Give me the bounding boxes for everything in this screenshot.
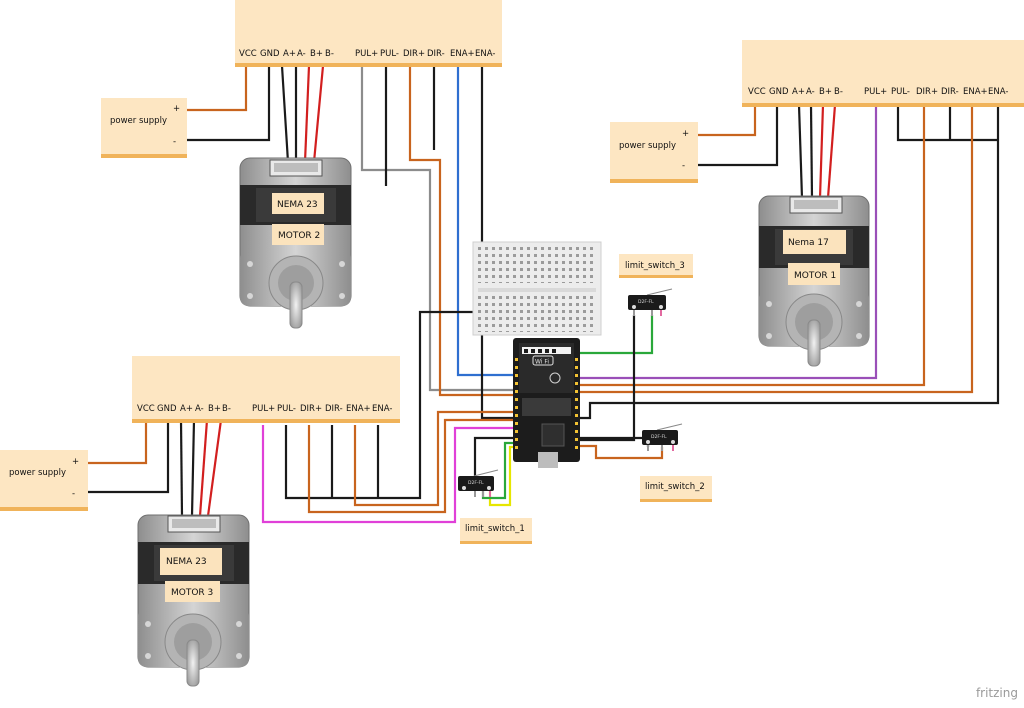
pin-label: DIR+: [916, 87, 938, 97]
limit-switch-2: D2F-FL limit_switch_2: [640, 423, 712, 502]
minus-terminal: -: [682, 161, 685, 171]
limit-switch-3: limit_switch_3 D2F-FL: [619, 254, 693, 316]
motor-name-label: MOTOR 1: [794, 271, 836, 281]
minus-terminal: -: [72, 489, 75, 499]
pin-label: DIR-: [325, 404, 343, 414]
power-supply-motor-3: power supply + -: [0, 450, 88, 511]
limit-switch-1: D2F-FL limit_switch_1: [458, 469, 532, 544]
pin-label: B+: [208, 404, 221, 414]
pin-label: ENA+: [346, 404, 371, 414]
driver-motor-2: VCC GND A+ A- B+ B- PUL+ PUL- DIR+ DIR- …: [235, 0, 502, 67]
power-supply-motor-1: power supply + -: [610, 122, 698, 183]
plus-terminal: +: [72, 457, 79, 467]
plus-terminal: +: [173, 104, 180, 114]
motor-name-label: MOTOR 3: [171, 588, 213, 598]
pin-label: A+: [180, 404, 193, 414]
mini-breadboard: [472, 241, 602, 336]
pin-label: VCC: [748, 87, 766, 97]
pin-label: VCC: [239, 49, 257, 59]
limit-switch-label: limit_switch_3: [625, 261, 685, 271]
motor-type-label: NEMA 23: [166, 557, 207, 567]
pin-label: B-: [834, 87, 843, 97]
pin-label: A+: [792, 87, 805, 97]
pin-label: ENA-: [475, 49, 495, 59]
power-supply-motor-2: power supply + -: [101, 98, 187, 158]
switch-chip-text: D2F-FL: [638, 299, 654, 305]
pin-label: PUL+: [355, 49, 378, 59]
pin-label: ENA+: [963, 87, 988, 97]
motor-name-label: MOTOR 2: [278, 231, 320, 241]
minus-terminal: -: [173, 137, 176, 147]
pin-label: DIR+: [403, 49, 425, 59]
pin-label: PUL-: [380, 49, 399, 59]
plus-terminal: +: [682, 129, 689, 139]
pin-label: DIR-: [941, 87, 959, 97]
pin-label: DIR-: [427, 49, 445, 59]
power-supply-label: power supply: [619, 141, 676, 151]
pin-label: B-: [325, 49, 334, 59]
limit-switch-label: limit_switch_2: [645, 482, 705, 492]
driver-pin-labels: VCC GND A+ A- B+ B- PUL+ PUL- DIR+ DIR- …: [748, 87, 1008, 97]
pin-label: ENA+: [450, 49, 475, 59]
driver-motor-3: VCC GND A+ A- B+ B- PUL+ PUL- DIR+ DIR- …: [132, 356, 400, 423]
pin-label: GND: [157, 404, 177, 414]
pin-label: PUL+: [252, 404, 275, 414]
pin-label: PUL-: [891, 87, 910, 97]
driver-motor-1: VCC GND A+ A- B+ B- PUL+ PUL- DIR+ DIR- …: [742, 40, 1024, 107]
driver-pin-labels: VCC GND A+ A- B+ B- PUL+ PUL- DIR+ DIR- …: [137, 404, 392, 414]
pin-label: A-: [297, 49, 306, 59]
stepper-motor-3: NEMA 23 MOTOR 3: [137, 514, 250, 687]
pin-label: GND: [260, 49, 280, 59]
pin-label: B+: [310, 49, 323, 59]
motor-type-label: Nema 17: [788, 238, 829, 248]
switch-chip-text: D2F-FL: [468, 480, 484, 486]
pin-label: ENA-: [372, 404, 392, 414]
fritzing-watermark: fritzing: [975, 686, 1018, 700]
pin-label: VCC: [137, 404, 155, 414]
stepper-motor-2: NEMA 23 MOTOR 2: [239, 157, 352, 329]
driver-pin-labels: VCC GND A+ A- B+ B- PUL+ PUL- DIR+ DIR- …: [239, 49, 495, 59]
pin-label: B+: [819, 87, 832, 97]
esp32-board: Wi Fi: [513, 338, 580, 468]
pin-label: B-: [222, 404, 231, 414]
switch-chip-text: D2F-FL: [651, 434, 667, 440]
wires: [88, 65, 1000, 524]
motor-type-label: NEMA 23: [277, 200, 318, 210]
power-supply-label: power supply: [9, 468, 66, 478]
power-supply-label: power supply: [110, 116, 167, 126]
pin-label: GND: [769, 87, 789, 97]
pin-label: A+: [283, 49, 296, 59]
pin-label: A-: [195, 404, 204, 414]
pin-label: PUL-: [277, 404, 296, 414]
pin-label: ENA-: [988, 87, 1008, 97]
pin-label: DIR+: [300, 404, 322, 414]
pin-label: PUL+: [864, 87, 887, 97]
wifi-text: Wi Fi: [535, 359, 549, 366]
pin-label: A-: [806, 87, 815, 97]
stepper-motor-1: Nema 17 MOTOR 1: [758, 195, 870, 367]
limit-switch-label: limit_switch_1: [465, 524, 525, 534]
